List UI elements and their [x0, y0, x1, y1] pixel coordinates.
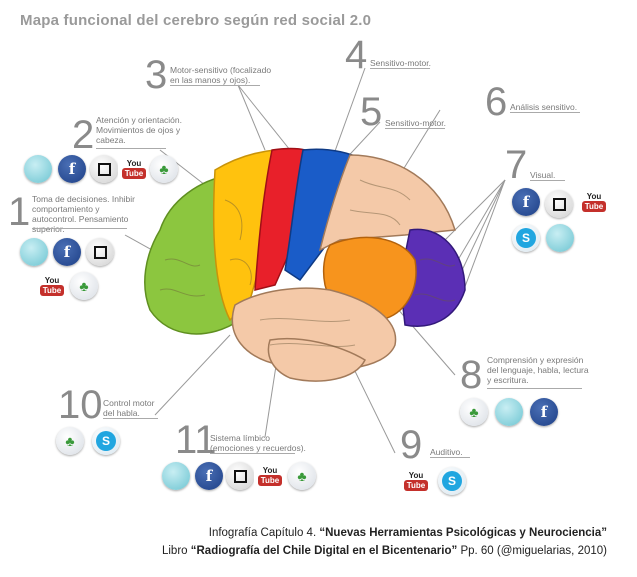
region-description: Comprensión y expresión del lenguaje, ha…: [487, 355, 589, 385]
region-description: Control motor del habla.: [103, 398, 155, 418]
region-description: Toma de decisiones. Inhibir comportamien…: [32, 194, 136, 234]
region-description: Sensitivo-motor.: [370, 58, 431, 68]
twitter-icon[interactable]: [24, 155, 52, 183]
region-number: 11: [175, 418, 217, 462]
region-description: Motor-sensitivo (focalizado en las manos…: [170, 65, 272, 85]
msn-messenger-icon[interactable]: ♣: [70, 272, 98, 300]
caption-line-2: Libro “Radiografía del Chile Digital en …: [161, 545, 607, 557]
region-description: Atención y orientación. Movimientos de o…: [96, 115, 182, 145]
twitter-icon[interactable]: [495, 398, 523, 426]
region-number: 2: [72, 113, 95, 157]
region-description: Visual.: [530, 170, 556, 180]
msn-messenger-icon[interactable]: ♣: [56, 427, 84, 455]
msn-messenger-icon[interactable]: ♣: [150, 155, 178, 183]
foursquare-icon[interactable]: [90, 155, 118, 183]
facebook-icon[interactable]: f: [195, 462, 223, 490]
region-description: Sensitivo-motor.: [385, 118, 446, 128]
region-number: 4: [345, 33, 368, 77]
region-description: Auditivo.: [430, 447, 463, 457]
page-title: Mapa funcional del cerebro según red soc…: [20, 12, 372, 29]
msn-messenger-icon[interactable]: ♣: [288, 462, 316, 490]
skype-icon[interactable]: S: [438, 467, 466, 495]
region-description: Análisis sensitivo.: [510, 102, 578, 112]
twitter-icon[interactable]: [162, 462, 190, 490]
region-number: 6: [485, 80, 508, 124]
region-number: 8: [460, 353, 483, 397]
foursquare-icon[interactable]: [226, 462, 254, 490]
facebook-icon[interactable]: f: [53, 238, 81, 266]
region-number: 1: [8, 190, 31, 234]
region-number: 3: [145, 53, 168, 97]
skype-icon[interactable]: S: [512, 224, 540, 252]
region-description: Sistema límbico (emociones y recuerdos).: [210, 433, 306, 453]
skype-icon[interactable]: S: [92, 427, 120, 455]
region-number: 5: [360, 90, 383, 134]
region-number: 9: [400, 423, 423, 467]
region-number: 7: [505, 143, 528, 187]
twitter-icon[interactable]: [546, 224, 574, 252]
facebook-icon[interactable]: f: [530, 398, 558, 426]
facebook-icon[interactable]: f: [58, 155, 86, 183]
region-number: 10: [58, 383, 103, 427]
caption-line-1: Infografía Capítulo 4. “Nuevas Herramien…: [208, 527, 607, 539]
twitter-icon[interactable]: [20, 238, 48, 266]
facebook-icon[interactable]: f: [512, 188, 540, 216]
msn-messenger-icon[interactable]: ♣: [460, 398, 488, 426]
foursquare-icon[interactable]: [86, 238, 114, 266]
foursquare-icon[interactable]: [545, 190, 573, 218]
